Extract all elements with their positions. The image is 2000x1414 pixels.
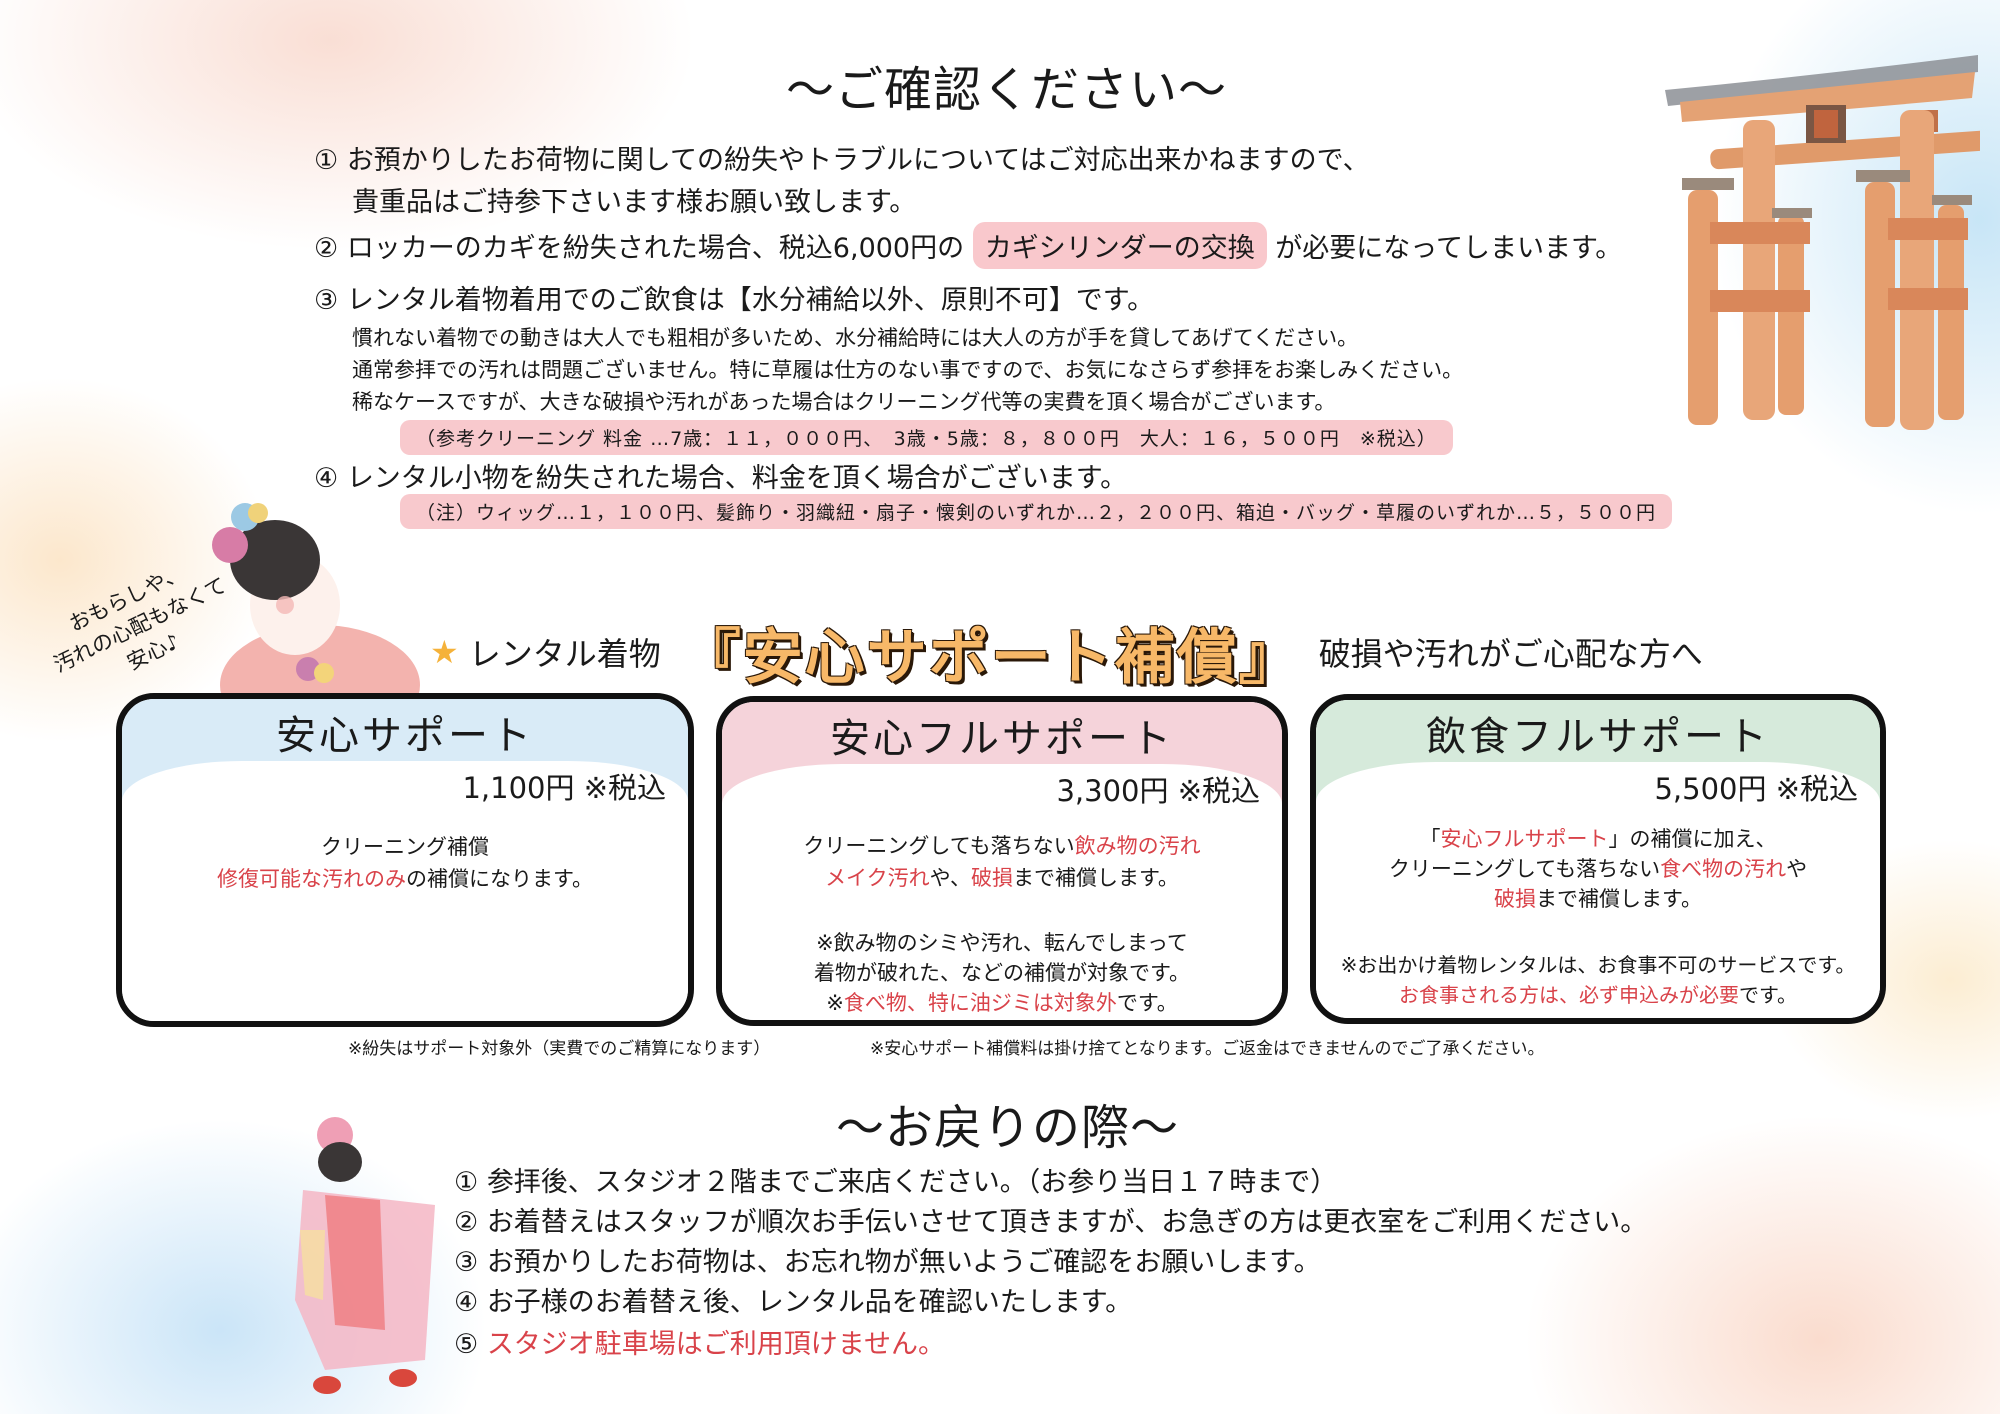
plan-description: クリーニングしても落ちない飲み物の汚れ メイク汚れや、破損まで補償します。 [803,834,1201,890]
footnote-refund: ※安心サポート補償料は掛け捨てとなります。ご返金はできませんのでご了承ください。 [870,1039,1545,1059]
return-item-3: ③ お預かりしたお荷物は、お忘れ物が無いようご確認をお願いします。 [454,1240,1321,1279]
item-number: ④ [314,463,339,494]
plan-title: 飲食フルサポート [1426,714,1770,760]
return-section-title: ～お戻りの際～ [836,1100,1180,1156]
item-number: ① [314,145,339,176]
return-item-4: ④ お子様のお着替え後、レンタル品を確認いたします。 [454,1280,1132,1319]
item-text: お子様のお着替え後、レンタル品を確認いたします。 [486,1287,1133,1318]
item-number: ⑤ [454,1329,479,1360]
item-number: ③ [314,285,339,316]
item-text: 参拝後、スタジオ２階までご来店ください。（お参り当日１７時まで） [486,1167,1338,1198]
plan-price: 5,500円 ※税込 [1654,772,1858,806]
confirm-item-3: ③ レンタル着物着用でのご飲食は【水分補給以外、原則不可】です。 [314,278,1154,317]
cleaning-fee-note: （参考クリーニング 料金 …7歳：１１，０００円、 3歳・5歳：８，８００円 大… [400,420,1453,455]
return-item-1: ① 参拝後、スタジオ２階までご来店ください。（お参り当日１７時まで） [454,1160,1337,1199]
item-text: レンタル小物を紛失された場合、料金を頂く場合がございます。 [346,463,1128,494]
item-number: ④ [454,1287,479,1318]
girl-kimono-illustration [212,503,420,695]
return-item-5: ⑤ スタジオ駐車場はご利用頂けません。 [454,1322,945,1361]
item-number: ② [454,1207,479,1238]
plan-price: 3,300円 ※税込 [1056,774,1260,808]
plan-notes: ※お出かけ着物レンタルは、お食事不可のサービスです。 お食事される方は、必ず申込… [1340,953,1856,1007]
item-number: ② [314,233,339,264]
banner-prefix: レンタル着物 [468,635,661,673]
confirm-item-4: ④ レンタル小物を紛失された場合、料金を頂く場合がございます。 [314,456,1127,495]
confirm-section-title: ～ご確認ください～ [786,62,1228,118]
banner-suffix: 破損や汚れがご心配な方へ [1318,635,1703,673]
plan-card-full: 安心フルサポート 3,300円 ※税込 クリーニングしても落ちない飲み物の汚れ … [716,696,1288,1026]
confirm-item-2: ② ロッカーのカギを紛失された場合、税込6,000円の カギシリンダーの交換 が… [314,222,1622,269]
return-item-2: ② お着替えはスタッフが順次お手伝いさせて頂きますが、お急ぎの方は更衣室をご利用… [454,1200,1647,1239]
confirm-item-3-detail: 慣れない着物での動きは大人でも粗相が多いため、水分補給時には大人の方が手を貸して… [352,326,1359,350]
plan-notes: ※飲み物のシミや汚れ、転んでしまって 着物が破れた、などの補償が対象です。 ※食… [814,931,1190,1015]
item-number: ① [454,1167,479,1198]
plan-card-food: 飲食フルサポート 5,500円 ※税込 「安心フルサポート」の補償に加え、 クリ… [1310,694,1886,1024]
plan-card-basic: 安心サポート 1,100円 ※税込 クリーニング補償 修復可能な汚れのみの補償に… [116,693,694,1027]
accessory-fee-note: （注）ウィッグ…１，１００円、髪飾り・羽織紐・扇子・懐剣のいずれか…２，２００円… [400,494,1673,529]
torii-gate-illustration [1665,55,1980,430]
item-text: が必要になってしまいます。 [1275,233,1623,264]
item-text: お預かりしたお荷物に関しての紛失やトラブルについてはご対応出来かねますので、 [346,145,1370,176]
girl-walking-illustration [295,1117,435,1394]
confirm-item-3-detail: 通常参拝での汚れは問題ございません。特に草履は仕方のない事ですので、お気になさら… [352,358,1464,382]
support-banner: ★ レンタル着物 『安心サポート補償』 破損や汚れがご心配な方へ [430,612,1703,693]
footnote-loss: ※紛失はサポート対象外（実費でのご精算になります） [348,1039,771,1059]
plan-title: 安心サポート [276,713,534,759]
confirm-item-1: ① お預かりしたお荷物に関しての紛失やトラブルについてはご対応出来かねますので、 [314,138,1370,177]
item-text: お着替えはスタッフが順次お手伝いさせて頂きますが、お急ぎの方は更衣室をご利用くだ… [486,1207,1648,1238]
item-text: レンタル着物着用でのご飲食は【水分補給以外、原則不可】です。 [346,285,1155,316]
plan-title: 安心フルサポート [830,716,1174,762]
confirm-item-1-cont: 貴重品はご持参下さいます様お願い致します。 [352,187,917,218]
highlight-cylinder-replacement: カギシリンダーの交換 [972,222,1267,269]
item-number: ③ [454,1247,479,1278]
item-text-warning: スタジオ駐車場はご利用頂けません。 [486,1329,946,1360]
star-icon: ★ [430,633,459,671]
confirm-item-3-detail: 稀なケースですが、大きな破損や汚れがあった場合はクリーニング代等の実費を頂く場合… [352,390,1336,414]
plan-description: 「安心フルサポート」の補償に加え、 クリーニングしても落ちない食べ物の汚れや 破… [1388,827,1808,911]
plan-price: 1,100円 ※税込 [462,771,666,805]
item-text: お預かりしたお荷物は、お忘れ物が無いようご確認をお願いします。 [486,1247,1321,1278]
banner-main-title: 『安心サポート補償』 [680,622,1301,693]
plan-description: クリーニング補償 修復可能な汚れのみの補償になります。 [217,835,593,891]
item-text: ロッカーのカギを紛失された場合、税込6,000円の [346,233,965,264]
